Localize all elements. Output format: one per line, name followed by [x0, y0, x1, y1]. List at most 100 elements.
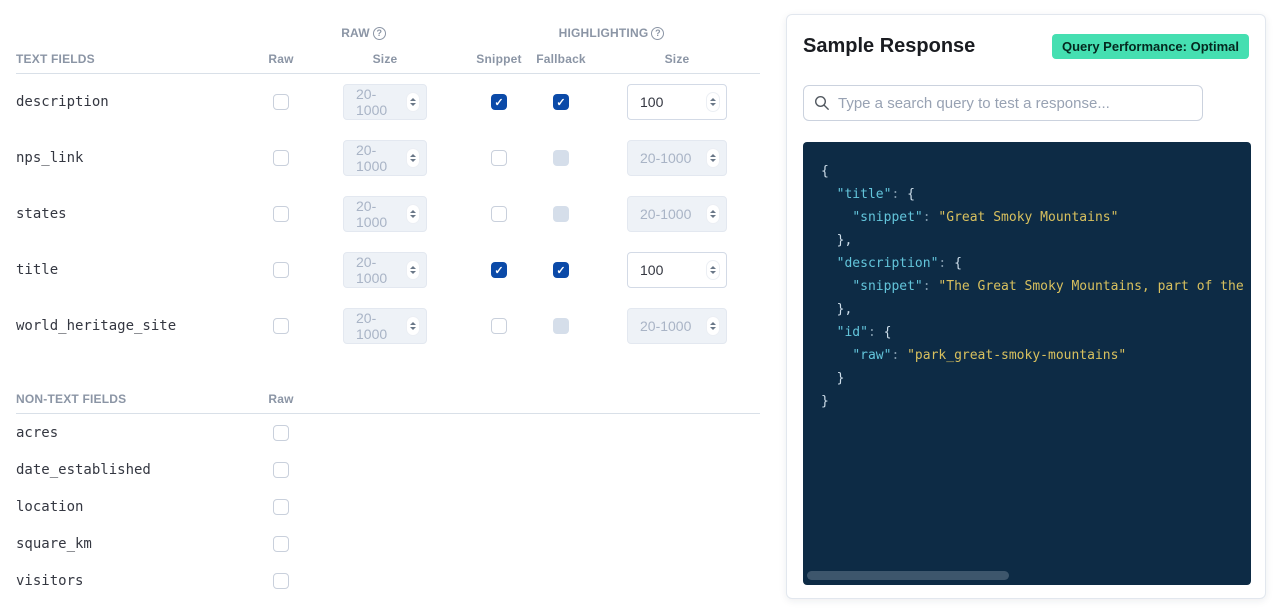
highlighting-group-header: HIGHLIGHTING ? — [463, 26, 760, 40]
field-name: square_km — [16, 535, 92, 552]
search-icon — [814, 95, 829, 110]
snippet-checkbox[interactable] — [491, 318, 507, 334]
input-placeholder: 20-1000 — [356, 254, 388, 286]
raw-column-header: Raw — [268, 391, 294, 406]
field-name: title — [16, 262, 59, 278]
table-row: world_heritage_site 20-1000 20-1000 — [16, 298, 760, 354]
raw-checkbox[interactable] — [273, 535, 289, 552]
field-name: location — [16, 498, 84, 515]
response-code-block: { "title": { "snippet": "Great Smoky Mou… — [803, 142, 1251, 585]
table-row: states 20-1000 20-1000 — [16, 186, 760, 242]
spinner-icon[interactable] — [706, 204, 720, 224]
fallback-checkbox — [553, 150, 569, 166]
table-row: visitors — [16, 562, 760, 599]
input-placeholder: 20-1000 — [356, 198, 388, 230]
table-row: nps_link 20-1000 20-1000 — [16, 130, 760, 186]
spinner-icon[interactable] — [406, 260, 420, 280]
text-fields-rows: description 20-1000 ✓ ✓ 100 nps_link 20-1000 20… — [16, 74, 760, 354]
input-placeholder: 20-1000 — [640, 150, 692, 166]
highlight-size-input: 20-1000 — [627, 140, 727, 176]
panel-title: Sample Response — [803, 34, 976, 57]
field-name: visitors — [16, 572, 84, 589]
field-name: date_established — [16, 461, 151, 478]
raw-checkbox[interactable] — [273, 206, 289, 222]
highlight-size-input[interactable]: 100 — [627, 252, 727, 288]
raw-checkbox[interactable] — [273, 424, 289, 441]
input-placeholder: 20-1000 — [640, 206, 692, 222]
raw-group-label: RAW — [341, 26, 370, 40]
spinner-icon[interactable] — [406, 148, 420, 168]
fields-table: RAW ? HIGHLIGHTING ? TEXT FIELDS Raw Siz… — [16, 22, 760, 599]
raw-size-column-header: Size — [372, 51, 398, 66]
spinner-icon[interactable] — [706, 316, 720, 336]
snippet-checkbox[interactable]: ✓ — [491, 262, 507, 278]
spinner-icon[interactable] — [406, 92, 420, 112]
highlight-size-input[interactable]: 100 — [627, 84, 727, 120]
snippet-column-header: Snippet — [476, 51, 522, 66]
table-row: acres — [16, 414, 760, 451]
highlight-size-column-header: Size — [664, 51, 690, 66]
search-input[interactable] — [838, 94, 1192, 112]
input-placeholder: 20-1000 — [356, 310, 388, 342]
highlight-size-input: 20-1000 — [627, 308, 727, 344]
response-json: { "title": { "snippet": "Great Smoky Mou… — [821, 164, 1251, 409]
raw-checkbox[interactable] — [273, 572, 289, 589]
field-name: description — [16, 94, 109, 110]
fallback-checkbox — [553, 206, 569, 222]
snippet-checkbox[interactable] — [491, 150, 507, 166]
raw-checkbox[interactable] — [273, 318, 289, 334]
raw-checkbox[interactable] — [273, 262, 289, 278]
field-name: states — [16, 206, 67, 222]
spinner-icon[interactable] — [706, 260, 720, 280]
spinner-icon[interactable] — [406, 316, 420, 336]
raw-size-input: 20-1000 — [343, 252, 427, 288]
table-row: title 20-1000 ✓ ✓ 100 — [16, 242, 760, 298]
raw-checkbox[interactable] — [273, 150, 289, 166]
field-name: nps_link — [16, 150, 84, 166]
raw-size-input: 20-1000 — [343, 84, 427, 120]
highlighting-help-icon[interactable]: ? — [651, 26, 665, 40]
spinner-icon[interactable] — [706, 148, 720, 168]
raw-size-input: 20-1000 — [343, 140, 427, 176]
input-placeholder: 20-1000 — [356, 142, 388, 174]
raw-checkbox[interactable] — [273, 94, 289, 110]
query-performance-badge: Query Performance: Optimal — [1052, 33, 1249, 59]
raw-column-header: Raw — [268, 51, 294, 66]
text-fields-section-header: TEXT FIELDS — [16, 51, 95, 66]
horizontal-scrollbar[interactable] — [807, 571, 1009, 580]
search-box[interactable] — [803, 85, 1203, 121]
table-row: square_km — [16, 525, 760, 562]
raw-checkbox[interactable] — [273, 498, 289, 515]
input-value: 100 — [640, 262, 664, 278]
input-placeholder: 20-1000 — [640, 318, 692, 334]
group-header-row: RAW ? HIGHLIGHTING ? — [16, 22, 760, 44]
field-name: world_heritage_site — [16, 318, 177, 334]
input-value: 100 — [640, 94, 664, 110]
highlight-size-input: 20-1000 — [627, 196, 727, 232]
sample-response-panel: Sample Response Query Performance: Optim… — [786, 14, 1266, 599]
spinner-icon[interactable] — [706, 92, 720, 112]
fallback-checkbox[interactable]: ✓ — [553, 262, 569, 278]
non-text-fields-section-header: NON-TEXT FIELDS — [16, 391, 127, 406]
text-fields-header-row: TEXT FIELDS Raw Size Snippet Fallback Si… — [16, 44, 760, 74]
fallback-column-header: Fallback — [536, 51, 586, 66]
raw-group-header: RAW ? — [300, 26, 427, 40]
raw-checkbox[interactable] — [273, 461, 289, 478]
snippet-checkbox[interactable]: ✓ — [491, 94, 507, 110]
fallback-checkbox — [553, 318, 569, 334]
spinner-icon[interactable] — [406, 204, 420, 224]
raw-help-icon[interactable]: ? — [372, 26, 386, 40]
sample-response-header: Sample Response Query Performance: Optim… — [803, 31, 1249, 61]
raw-size-input: 20-1000 — [343, 196, 427, 232]
table-row: date_established — [16, 451, 760, 488]
non-text-fields-header-row: NON-TEXT FIELDS Raw — [16, 384, 760, 414]
raw-size-input: 20-1000 — [343, 308, 427, 344]
table-row: location — [16, 488, 760, 525]
highlighting-group-label: HIGHLIGHTING — [558, 26, 649, 40]
fallback-checkbox[interactable]: ✓ — [553, 94, 569, 110]
table-row: description 20-1000 ✓ ✓ 100 — [16, 74, 760, 130]
snippet-checkbox[interactable] — [491, 206, 507, 222]
field-name: acres — [16, 424, 59, 441]
